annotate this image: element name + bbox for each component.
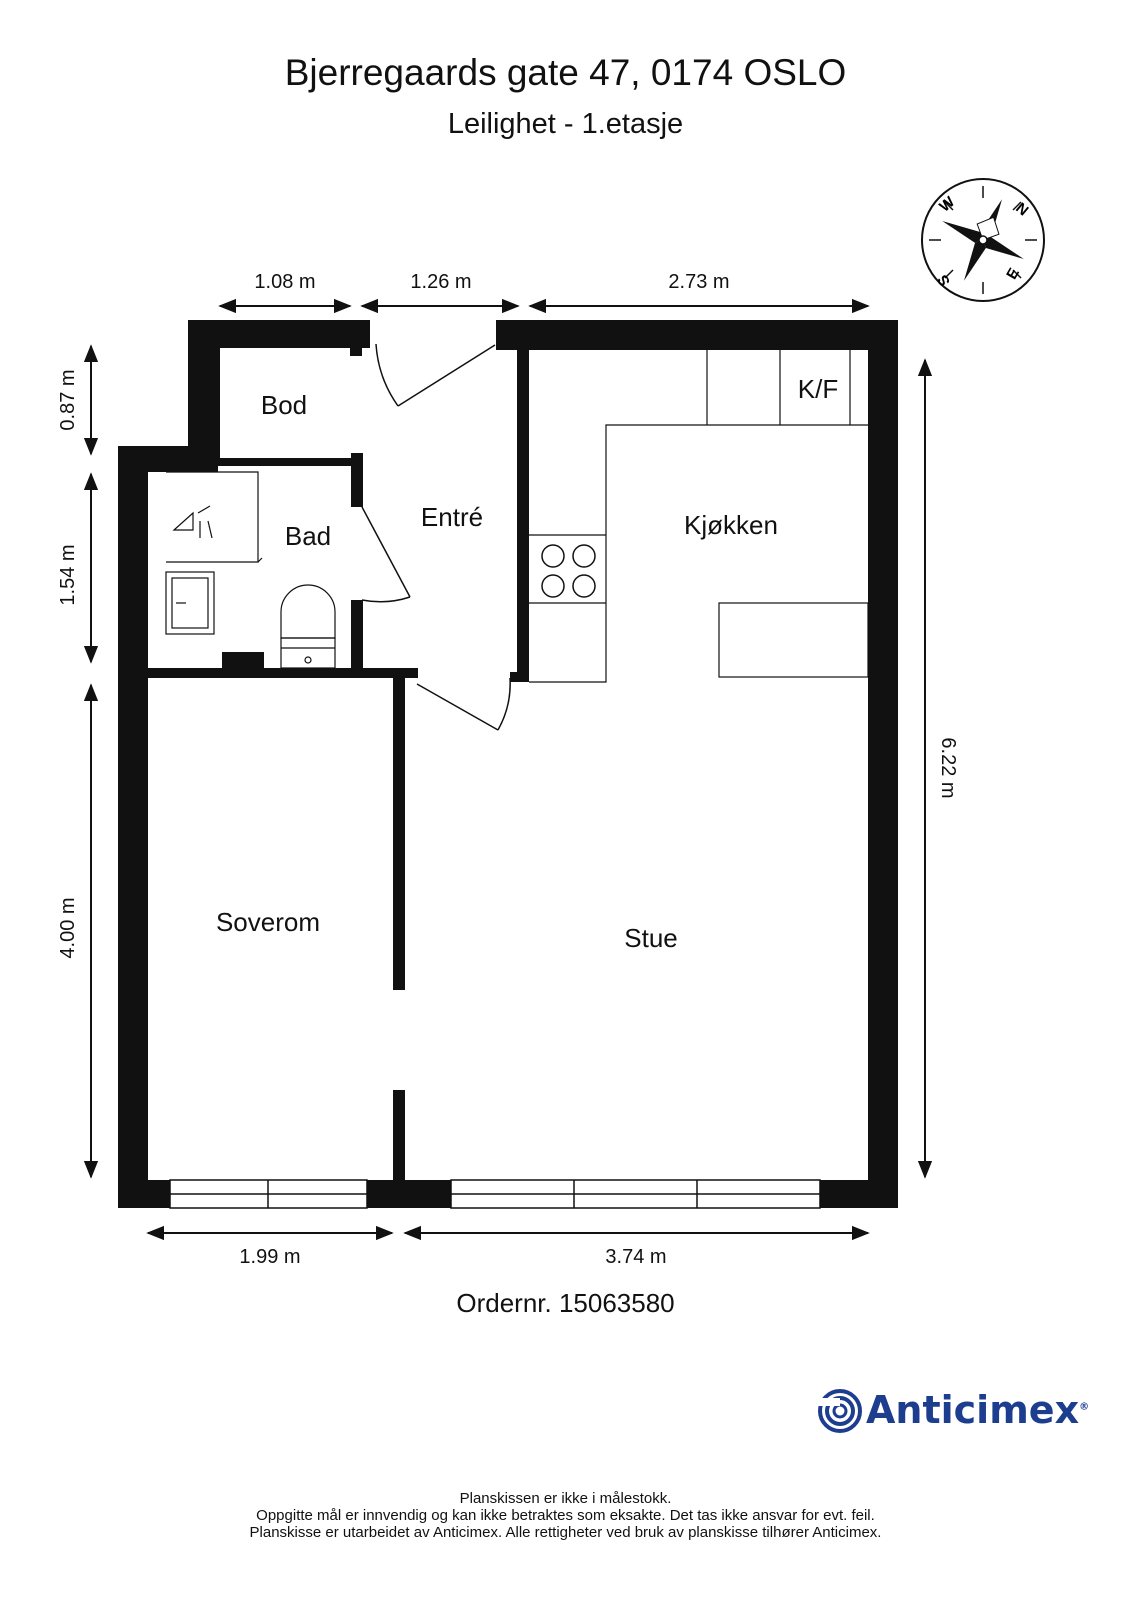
room-label-kf: K/F	[798, 374, 838, 404]
dim-top-3: 2.73 m	[668, 271, 729, 293]
interior-walls	[148, 320, 529, 1182]
footer-notes: Planskissen er ikke i målestokk. Oppgitt…	[0, 1490, 1131, 1541]
dim-bottom-2: 3.74 m	[605, 1246, 666, 1268]
dim-left-3: 4.00 m	[57, 897, 79, 958]
toilet-icon	[280, 584, 336, 669]
footer-line-3: Planskisse er utarbeidet av Anticimex. A…	[249, 1524, 882, 1541]
exterior-walls	[118, 320, 898, 1208]
order-number: Ordernr. 15063580	[456, 1288, 675, 1318]
kitchen-fixtures	[529, 350, 869, 683]
footer-line-2: Oppgitte mål er innvendig og kan ikke be…	[256, 1507, 875, 1524]
room-label-bod: Bod	[261, 390, 307, 420]
compass-label-s: S	[934, 272, 954, 289]
dim-bottom-1: 1.99 m	[239, 1246, 300, 1268]
dim-top-1: 1.08 m	[254, 271, 315, 293]
compass-label-e: E	[1003, 265, 1023, 282]
dim-left-1: 0.87 m	[57, 369, 79, 430]
plan-title: Bjerregaards gate 47, 0174 OSLO	[284, 52, 847, 93]
stove-icon	[541, 544, 596, 598]
dimension-lines	[83, 298, 933, 1241]
doors	[361, 343, 511, 731]
compass-rose-icon: W N S E	[921, 178, 1045, 302]
compass-label-n: N	[1012, 200, 1031, 220]
sink-icon	[165, 571, 215, 635]
room-label-entre: Entré	[421, 502, 483, 532]
dim-top-2: 1.26 m	[410, 271, 471, 293]
footer-line-1: Planskissen er ikke i målestokk.	[459, 1490, 672, 1507]
shower-icon	[166, 471, 263, 563]
room-label-kjokken: Kjøkken	[684, 510, 778, 540]
room-label-stue: Stue	[624, 923, 678, 953]
plan-subtitle: Leilighet - 1.etasje	[447, 108, 684, 140]
anticimex-logo-icon	[816, 1389, 862, 1433]
anticimex-brand-name: Anticimex®	[866, 1388, 1090, 1432]
radiator	[222, 652, 264, 670]
windows	[169, 1179, 821, 1209]
room-label-soverom: Soverom	[216, 907, 320, 937]
room-label-bad: Bad	[285, 521, 331, 551]
dim-left-2: 1.54 m	[57, 544, 79, 605]
dim-right-1: 6.22 m	[937, 737, 959, 798]
